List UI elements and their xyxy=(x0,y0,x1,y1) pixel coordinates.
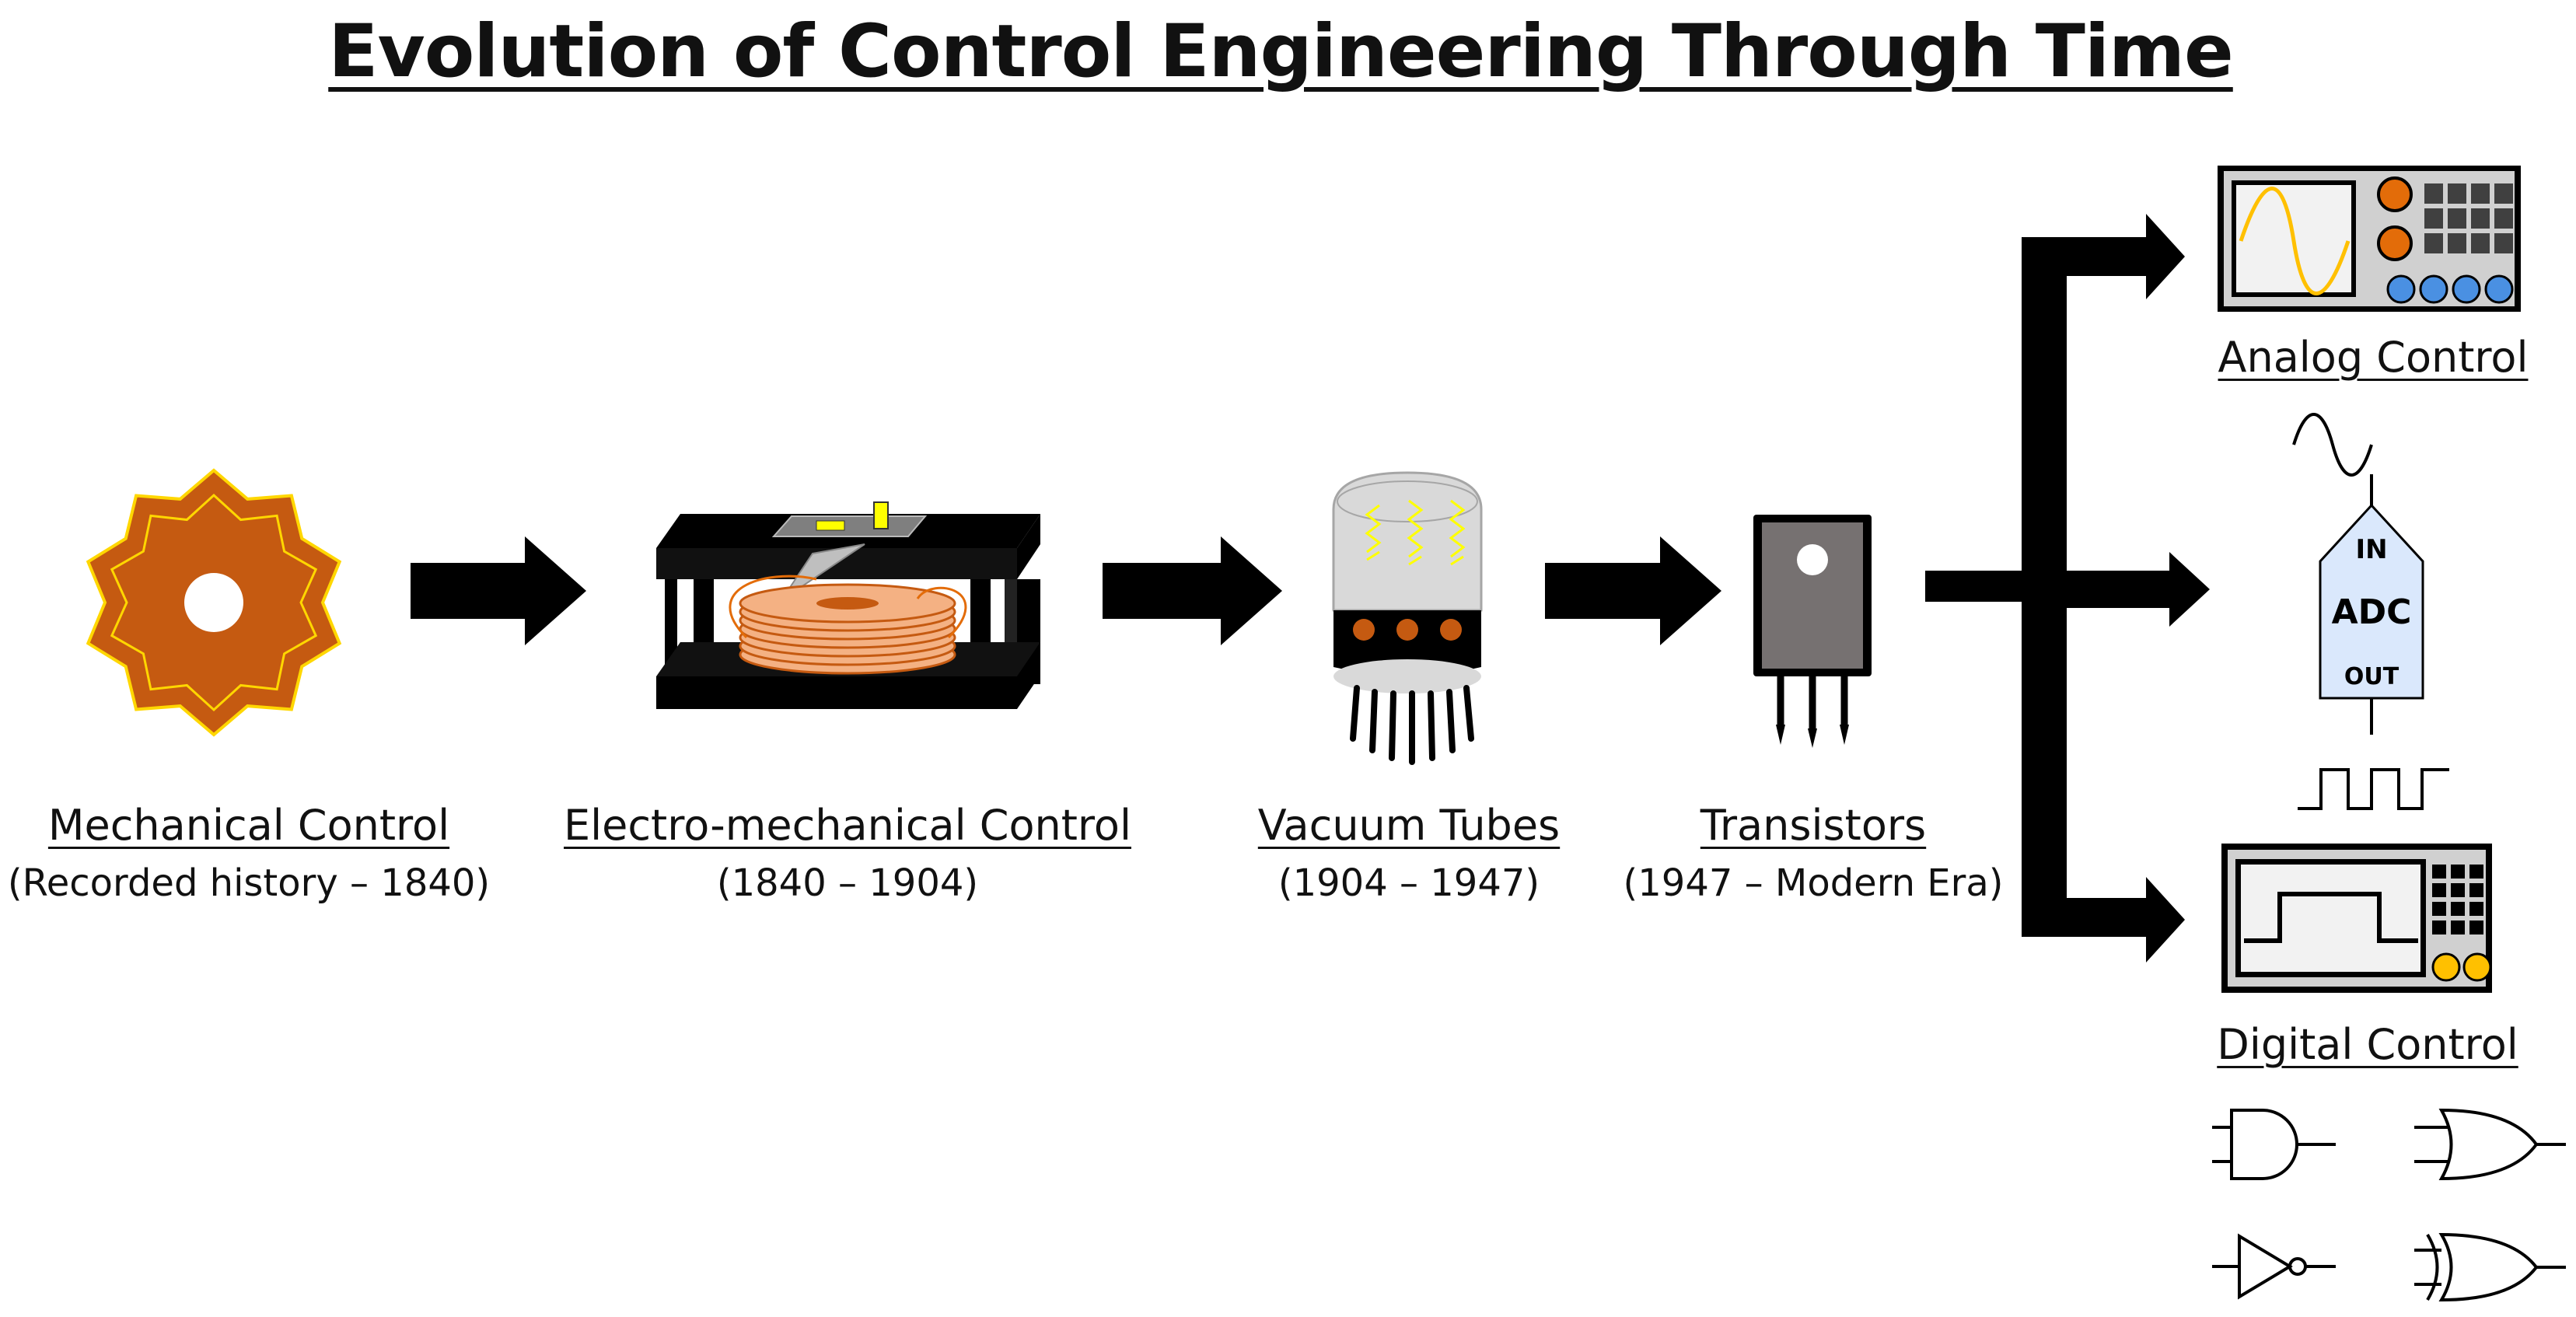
oscilloscope-icon xyxy=(2218,166,2521,312)
stage-era-electromechanical: (1840 – 1904) xyxy=(716,861,979,905)
stage-era-transistors: (1947 – Modern Era) xyxy=(1623,861,2004,905)
adc-in-label: IN xyxy=(2355,534,2387,565)
gear-icon xyxy=(86,468,342,737)
coil-core xyxy=(816,597,879,610)
branch-label-digital: Digital Control xyxy=(2217,1020,2518,1069)
diagram-title: Evolution of Control Engineering Through… xyxy=(328,9,2234,94)
stage-era-vacuum-tubes: (1904 – 1947) xyxy=(1278,861,1540,905)
stage-label-electromechanical: Electro-mechanical Control xyxy=(564,801,1131,850)
and-gate-icon xyxy=(2212,1109,2336,1180)
arrow-2 xyxy=(1103,536,1282,645)
adc-name-label: ADC xyxy=(2332,592,2412,632)
vacuum-tube-icon xyxy=(1332,471,1483,765)
stage-label-transistors: Transistors xyxy=(1700,801,1927,850)
transistor-icon xyxy=(1753,515,1872,748)
stage-era-mechanical: (Recorded history – 1840) xyxy=(7,861,491,905)
xor-gate-icon xyxy=(2414,1232,2566,1302)
relay-icon xyxy=(656,501,1040,709)
digital-scope-icon xyxy=(2221,844,2492,993)
adc-out-label: OUT xyxy=(2344,663,2399,690)
arrow-1 xyxy=(411,536,586,645)
arrow-to-adc xyxy=(2067,552,2210,627)
arrow-to-analog xyxy=(2022,214,2185,299)
logic-gates xyxy=(2212,1108,2566,1302)
branch-arrows xyxy=(1925,214,2210,962)
not-gate-icon xyxy=(2212,1233,2336,1300)
or-gate-icon xyxy=(2414,1108,2566,1181)
stage-label-mechanical: Mechanical Control xyxy=(47,801,450,850)
stage-label-vacuum-tubes: Vacuum Tubes xyxy=(1257,801,1561,850)
branch-label-analog: Analog Control xyxy=(2218,333,2529,382)
arrow-3 xyxy=(1545,536,1721,645)
arrow-to-digital xyxy=(2022,877,2185,962)
adc-icon: IN ADC OUT xyxy=(2292,413,2449,810)
timeline-arrows xyxy=(411,536,1721,645)
